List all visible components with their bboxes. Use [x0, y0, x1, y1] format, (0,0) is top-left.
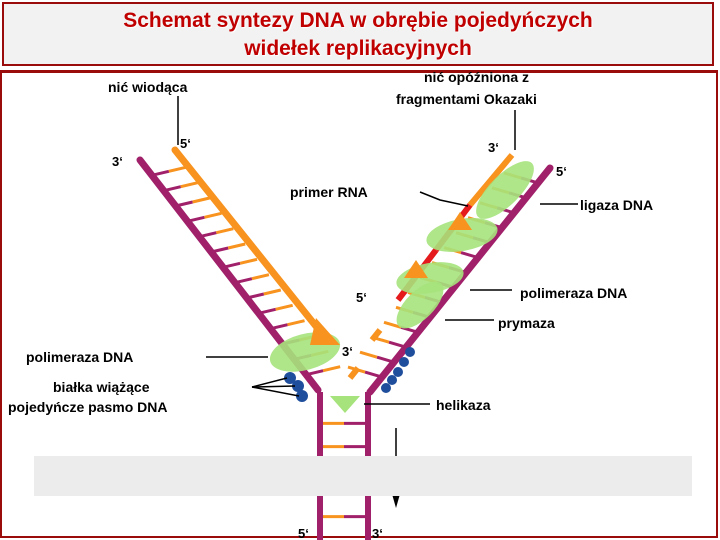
base-pair-rung [180, 181, 199, 189]
end-left-poly-3: 3‘ [342, 344, 353, 359]
label-ssb-1: białka wiążące [53, 379, 150, 395]
label-helicase: helikaza [436, 397, 491, 413]
end-right-mid-5: 5‘ [356, 290, 367, 305]
title-box: Schemat syntezy DNA w obrębie pojedyńczy… [2, 2, 714, 66]
right-arm [347, 153, 554, 396]
left-arm [136, 146, 341, 394]
end-left-top-5: 5‘ [180, 136, 191, 151]
lagging-arrow-1 [448, 212, 472, 230]
base-pair-rung [251, 273, 270, 281]
primase-blob [396, 281, 444, 329]
caption-band [34, 456, 692, 496]
end-right-top-3: 3‘ [488, 140, 499, 155]
ligase-blob [476, 161, 534, 219]
base-pair-rung [239, 257, 258, 265]
end-right-top-5: 5‘ [556, 164, 567, 179]
base-pair-rung [168, 165, 187, 173]
polymerase-top-blob [426, 218, 498, 252]
label-lagging-strand-1: nić opóźniona z [424, 69, 529, 85]
base-pair-rung [275, 303, 294, 311]
page-title-line-1: Schemat syntezy DNA w obrębie pojedyńczy… [123, 9, 593, 32]
label-polymerase-left: polimeraza DNA [26, 349, 133, 365]
label-leading-strand: nić wiodąca [108, 79, 188, 95]
base-pair-rung [192, 196, 210, 204]
base-pair-rung [263, 288, 282, 296]
diagram-frame [0, 70, 718, 538]
base-pair-rung [359, 350, 378, 359]
label-primase: prymaza [498, 315, 555, 331]
lagging-short-2 [347, 366, 361, 380]
page-title-line-2: widełek replikacyjnych [244, 37, 472, 60]
end-bottom-5: 5‘ [298, 526, 309, 540]
okazaki-fragment-top [467, 153, 515, 207]
base-pair-rung [215, 227, 234, 235]
end-left-top-3: 3‘ [112, 154, 123, 169]
label-polymerase-right: polimeraza DNA [520, 285, 627, 301]
bottom-arrow-head [392, 494, 400, 508]
ssb-proteins [284, 347, 415, 402]
leader-lines [177, 96, 578, 498]
lagging-arrow-2 [404, 260, 428, 278]
end-bottom-3: 3‘ [372, 526, 383, 540]
label-lagging-strand-2: fragmentami Okazaki [396, 91, 537, 107]
base-pair-rung [204, 211, 222, 219]
base-pair-rung [322, 365, 341, 373]
leading-strand-arrow [310, 318, 340, 345]
label-ligase: ligaza DNA [580, 197, 653, 213]
base-pair-rung [287, 319, 305, 327]
base-pair-rung [383, 320, 402, 329]
leading-new-strand [171, 146, 331, 344]
helicase-shape [330, 396, 360, 413]
label-ssb-2: pojedyńcze pasmo DNA [8, 399, 167, 415]
lagging-short-1 [369, 328, 383, 342]
base-pair-rung [227, 242, 246, 250]
label-primer: primer RNA [290, 184, 368, 200]
